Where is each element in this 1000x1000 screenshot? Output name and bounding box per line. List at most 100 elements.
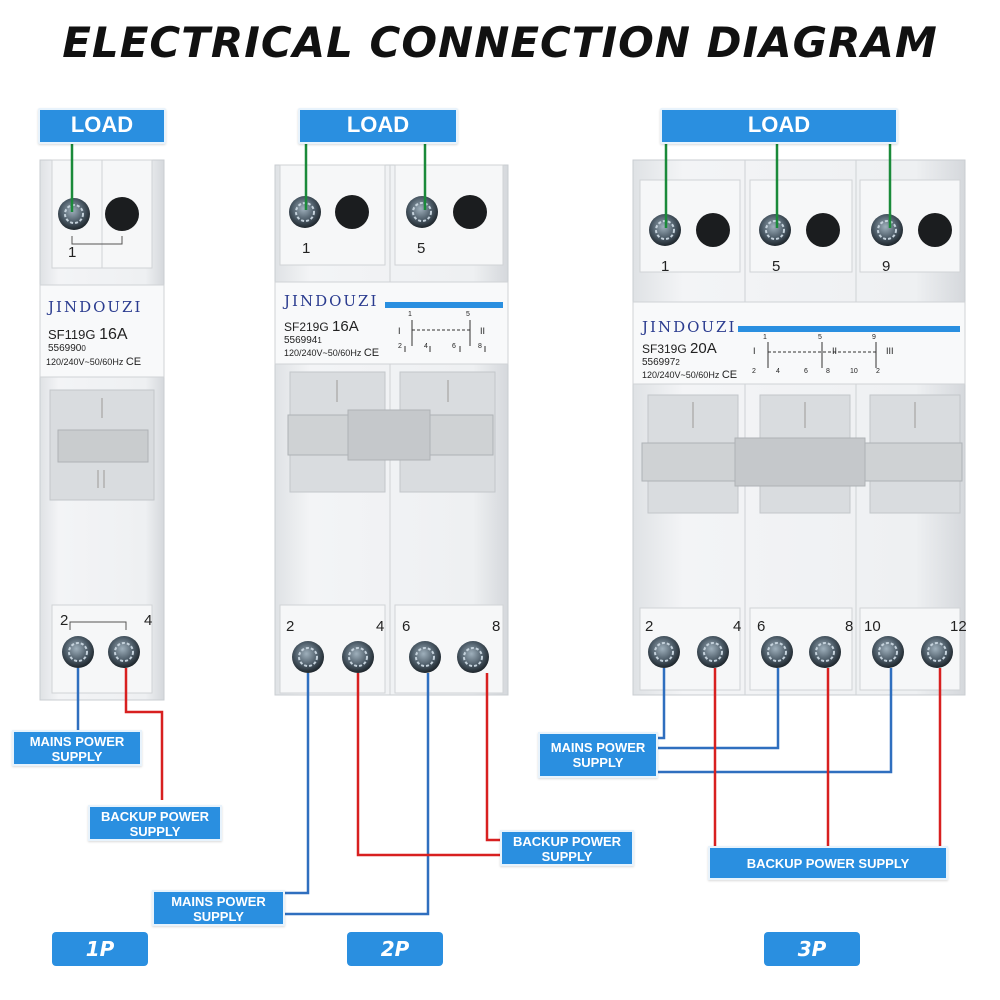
model-label-1p: SF119G 16A	[48, 326, 128, 344]
switch-schematic-3p	[767, 342, 877, 368]
code-number: 556997	[642, 357, 676, 368]
screw-terminal-4	[108, 636, 140, 668]
screw-terminal-5	[406, 196, 438, 228]
voltage-rating: 120/240V~50/60Hz	[46, 357, 124, 367]
terminal-number: 2	[645, 618, 654, 635]
product-code-2p: 5569941	[284, 335, 322, 346]
terminal-number: 10	[864, 618, 881, 635]
terminal-number: 2	[286, 618, 295, 635]
terminal-number: 1	[68, 244, 77, 261]
unit-1p	[39, 159, 165, 701]
terminal-number: 12	[950, 618, 967, 635]
code-digit: 2	[675, 358, 680, 367]
model-label-3p: SF319G 20A	[642, 340, 717, 357]
page-title: ELECTRICAL CONNECTION DIAGRAM	[62, 18, 938, 67]
accent-bar	[385, 302, 503, 308]
pole-tag-3p: 3P	[764, 932, 860, 966]
schematic-terminal-label: 4	[424, 343, 428, 350]
brand-label-3p: JINDOUZI	[642, 318, 737, 336]
schematic-position-label: II	[480, 326, 486, 336]
schematic-position-label: III	[886, 346, 894, 356]
label-panel-3p	[632, 301, 966, 385]
model-number: SF319G	[642, 342, 687, 356]
toggle-handle-1p	[57, 429, 149, 463]
backup-wire-2p-a	[356, 673, 502, 857]
voltage-label-2p: 120/240V~50/60Hz CE	[284, 347, 379, 359]
model-number: SF219G	[284, 320, 329, 334]
terminal-number: 2	[60, 612, 69, 629]
screw-terminal-1	[58, 198, 90, 230]
screw-terminal-9	[871, 214, 903, 246]
terminal-number: 5	[772, 258, 781, 275]
schematic-terminal-label: 9	[872, 334, 876, 341]
mains-wire-3p-a	[658, 668, 666, 740]
screw-terminal-5	[759, 214, 791, 246]
current-rating: 16A	[332, 318, 359, 335]
mains-power-label-3p: MAINS POWER SUPPLY	[538, 732, 658, 778]
schematic-terminal-label: 2	[398, 343, 402, 350]
load-label-2p: LOAD	[298, 108, 458, 144]
screw-terminal-4	[697, 636, 729, 668]
backup-power-label-1p: BACKUP POWER SUPPLY	[88, 805, 222, 841]
voltage-rating: 120/240V~50/60Hz	[284, 348, 362, 358]
switch-schematic-2p	[404, 320, 486, 352]
schematic-position-label: I	[753, 346, 756, 356]
voltage-label-1p: 120/240V~50/60Hz CE	[46, 356, 141, 368]
terminal-number: 6	[757, 618, 766, 635]
backup-power-label-2p: BACKUP POWER SUPPLY	[500, 830, 634, 866]
schematic-position-label: II	[832, 346, 838, 356]
screw-terminal-4	[342, 641, 374, 673]
backup-wire-1p	[124, 668, 164, 800]
screw-terminal-2	[648, 636, 680, 668]
schematic-terminal-label: 5	[466, 311, 470, 318]
screw-terminal-6	[409, 641, 441, 673]
brand-label-2p: JINDOUZI	[284, 292, 379, 310]
accent-bar	[738, 326, 960, 332]
schematic-terminal-label: 1	[408, 311, 412, 318]
wiring	[70, 140, 942, 916]
label-panel-1p	[39, 284, 165, 378]
terminal-number: 5	[417, 240, 426, 257]
screw-terminal-8	[457, 641, 489, 673]
terminal-number: 1	[661, 258, 670, 275]
code-digit: 0	[81, 344, 86, 353]
backup-wire-2p-b	[485, 673, 502, 842]
schematic-terminal-label: 5	[818, 334, 822, 341]
model-number: SF119G	[48, 327, 96, 342]
load-label-1p: LOAD	[38, 108, 166, 144]
product-code-3p: 5569972	[642, 357, 680, 368]
schematic-terminal-label: 4	[776, 368, 780, 375]
terminal-hole	[105, 197, 139, 231]
mains-wire-3p-b	[658, 668, 780, 750]
terminal-number: 4	[376, 618, 385, 635]
schematic-terminal-label: 8	[478, 343, 482, 350]
voltage-label-3p: 120/240V~50/60Hz CE	[642, 369, 737, 381]
current-rating: 20A	[690, 340, 717, 357]
load-label-3p: LOAD	[660, 108, 898, 144]
mains-wire-2p-b	[285, 673, 430, 916]
mains-wire-2p-a	[285, 673, 310, 895]
label-panel-2p	[274, 281, 509, 365]
code-digit: 1	[317, 336, 322, 345]
schematic-terminal-label: 8	[826, 368, 830, 375]
screw-terminal-1	[289, 196, 321, 228]
unit-3p	[632, 159, 966, 696]
code-number: 556994	[284, 335, 318, 346]
pole-tag-1p: 1P	[52, 932, 148, 966]
schematic-terminal-label: 1	[763, 334, 767, 341]
ce-mark: CE	[125, 356, 142, 368]
terminal-number: 1	[302, 240, 311, 257]
screw-terminal-6	[761, 636, 793, 668]
terminal-number: 9	[882, 258, 891, 275]
mains-power-label-2p: MAINS POWER SUPPLY	[152, 890, 285, 926]
brand-label-1p: JINDOUZI	[48, 298, 143, 316]
schematic-terminal-label: 6	[804, 368, 808, 375]
terminal-number: 8	[492, 618, 501, 635]
terminal-number: 8	[845, 618, 854, 635]
screw-terminal-1	[649, 214, 681, 246]
ce-mark: CE	[721, 369, 738, 381]
pole-tag-2p: 2P	[347, 932, 443, 966]
screw-terminal-8	[809, 636, 841, 668]
screw-terminal-12	[921, 636, 953, 668]
